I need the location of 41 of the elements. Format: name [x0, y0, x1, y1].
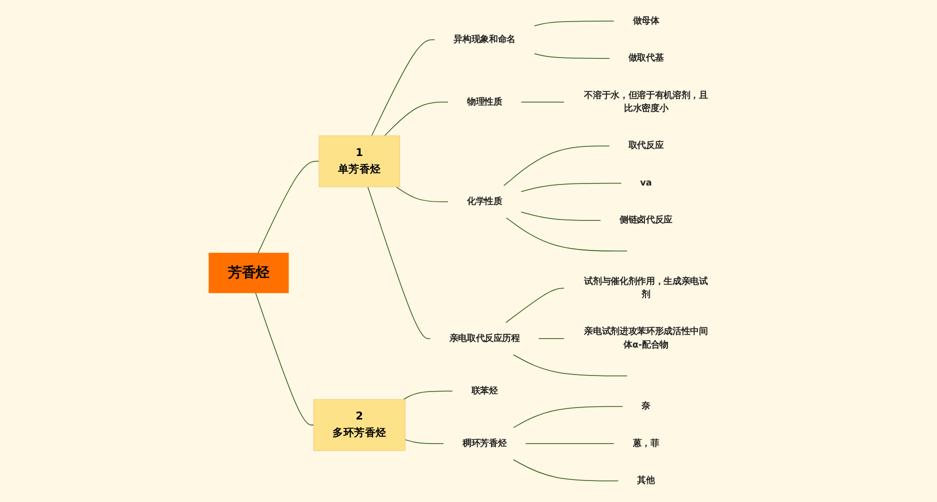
connector: [384, 102, 448, 136]
node-text: va: [640, 178, 652, 188]
node-box: 芳香烃: [208, 252, 289, 294]
node-box: 2 多环芳香烃: [313, 399, 406, 451]
connector: [402, 390, 453, 400]
connector: [520, 212, 601, 221]
node-box: 1 单芳香烃: [318, 135, 400, 188]
connector: [534, 20, 614, 26]
node-text: 不溶于水，但溶于有机溶剂，且比水密度小: [584, 90, 708, 114]
node-text: 稠环芳香烃: [462, 438, 507, 448]
node-text: 联苯烃: [471, 386, 498, 396]
connector: [258, 160, 320, 254]
connector: [513, 406, 624, 428]
connector: [255, 292, 314, 426]
node-text: 物理性质: [466, 96, 502, 107]
connector: [520, 102, 564, 103]
node-text: 蒽，菲: [632, 438, 660, 448]
connector: [396, 186, 448, 202]
node-text: 试剂与催化剂作用，生成亲电试剂: [584, 276, 708, 300]
node-text: 亲电试剂进攻苯环形成活性中间体α-配合物: [584, 326, 708, 350]
connector: [520, 182, 622, 192]
node-text: 亲电取代反应历程: [449, 333, 520, 344]
node-text: 取代反应: [628, 140, 664, 151]
connector: [367, 186, 431, 340]
connector: [534, 53, 610, 59]
node-text: 其他: [637, 476, 655, 486]
connector: [525, 443, 614, 444]
connector: [506, 218, 628, 252]
connector: [404, 439, 444, 444]
node-text: 做母体: [632, 16, 660, 26]
connector: [371, 39, 436, 136]
node-text: 异构现象和命名: [454, 34, 516, 44]
connector: [513, 459, 619, 482]
node-text: 侧链卤代反应: [620, 215, 673, 226]
node-text: 做取代基: [628, 52, 664, 64]
node-text: 奈: [642, 401, 650, 412]
node-text: 化学性质: [466, 196, 502, 207]
connector: [503, 146, 610, 186]
connector: [538, 338, 564, 340]
connector: [513, 354, 628, 376]
connector: [506, 288, 564, 323]
